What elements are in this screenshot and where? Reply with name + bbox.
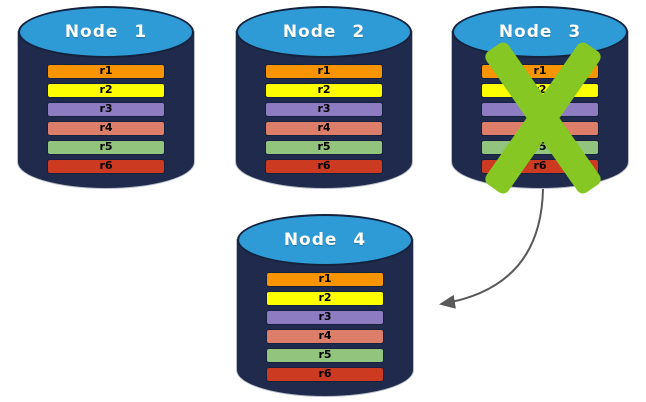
cylinder-top: Node 1: [18, 6, 194, 58]
replica-bar-r4: r4: [266, 329, 384, 344]
node-1: Node 1 r1 r2 r3 r4 r5 r6: [18, 6, 194, 188]
replica-bar-r3: r3: [47, 102, 165, 117]
node-4: Node 4 r1 r2 r3 r4 r5 r6: [237, 214, 413, 396]
replica-bar-r2: r2: [265, 83, 383, 98]
node-4-label: Node 4: [283, 230, 367, 250]
failure-x-icon: [452, 6, 628, 197]
replica-bar-r1: r1: [266, 272, 384, 287]
replica-bar-r6: r6: [47, 159, 165, 174]
cylinder-top: Node 2: [236, 6, 412, 58]
replica-bar-r4: r4: [47, 121, 165, 136]
replica-bar-r6: r6: [265, 159, 383, 174]
node-2-label: Node 2: [282, 22, 366, 42]
replica-bar-r1: r1: [265, 64, 383, 79]
node-1-replica-list: r1 r2 r3 r4 r5 r6: [47, 64, 165, 174]
replica-bar-r2: r2: [266, 291, 384, 306]
replica-bar-r6: r6: [266, 367, 384, 382]
replica-bar-r5: r5: [265, 140, 383, 155]
node-3-label: Node 3: [498, 22, 582, 42]
replica-bar-r3: r3: [266, 310, 384, 325]
arrow-curve: [439, 188, 544, 309]
replica-bar-r1: r1: [47, 64, 165, 79]
replica-bar-r5: r5: [266, 348, 384, 363]
replica-bar-r3: r3: [265, 102, 383, 117]
cylinder-top: Node 3: [452, 6, 628, 58]
replica-bar-r2: r2: [47, 83, 165, 98]
node-2-replica-list: r1 r2 r3 r4 r5 r6: [265, 64, 383, 174]
node-4-replica-list: r1 r2 r3 r4 r5 r6: [266, 272, 384, 382]
replica-bar-r4: r4: [265, 121, 383, 136]
node-1-label: Node 1: [64, 22, 148, 42]
node-2: Node 2 r1 r2 r3 r4 r5 r6: [236, 6, 412, 188]
cylinder-top: Node 4: [237, 214, 413, 266]
replica-bar-r5: r5: [47, 140, 165, 155]
